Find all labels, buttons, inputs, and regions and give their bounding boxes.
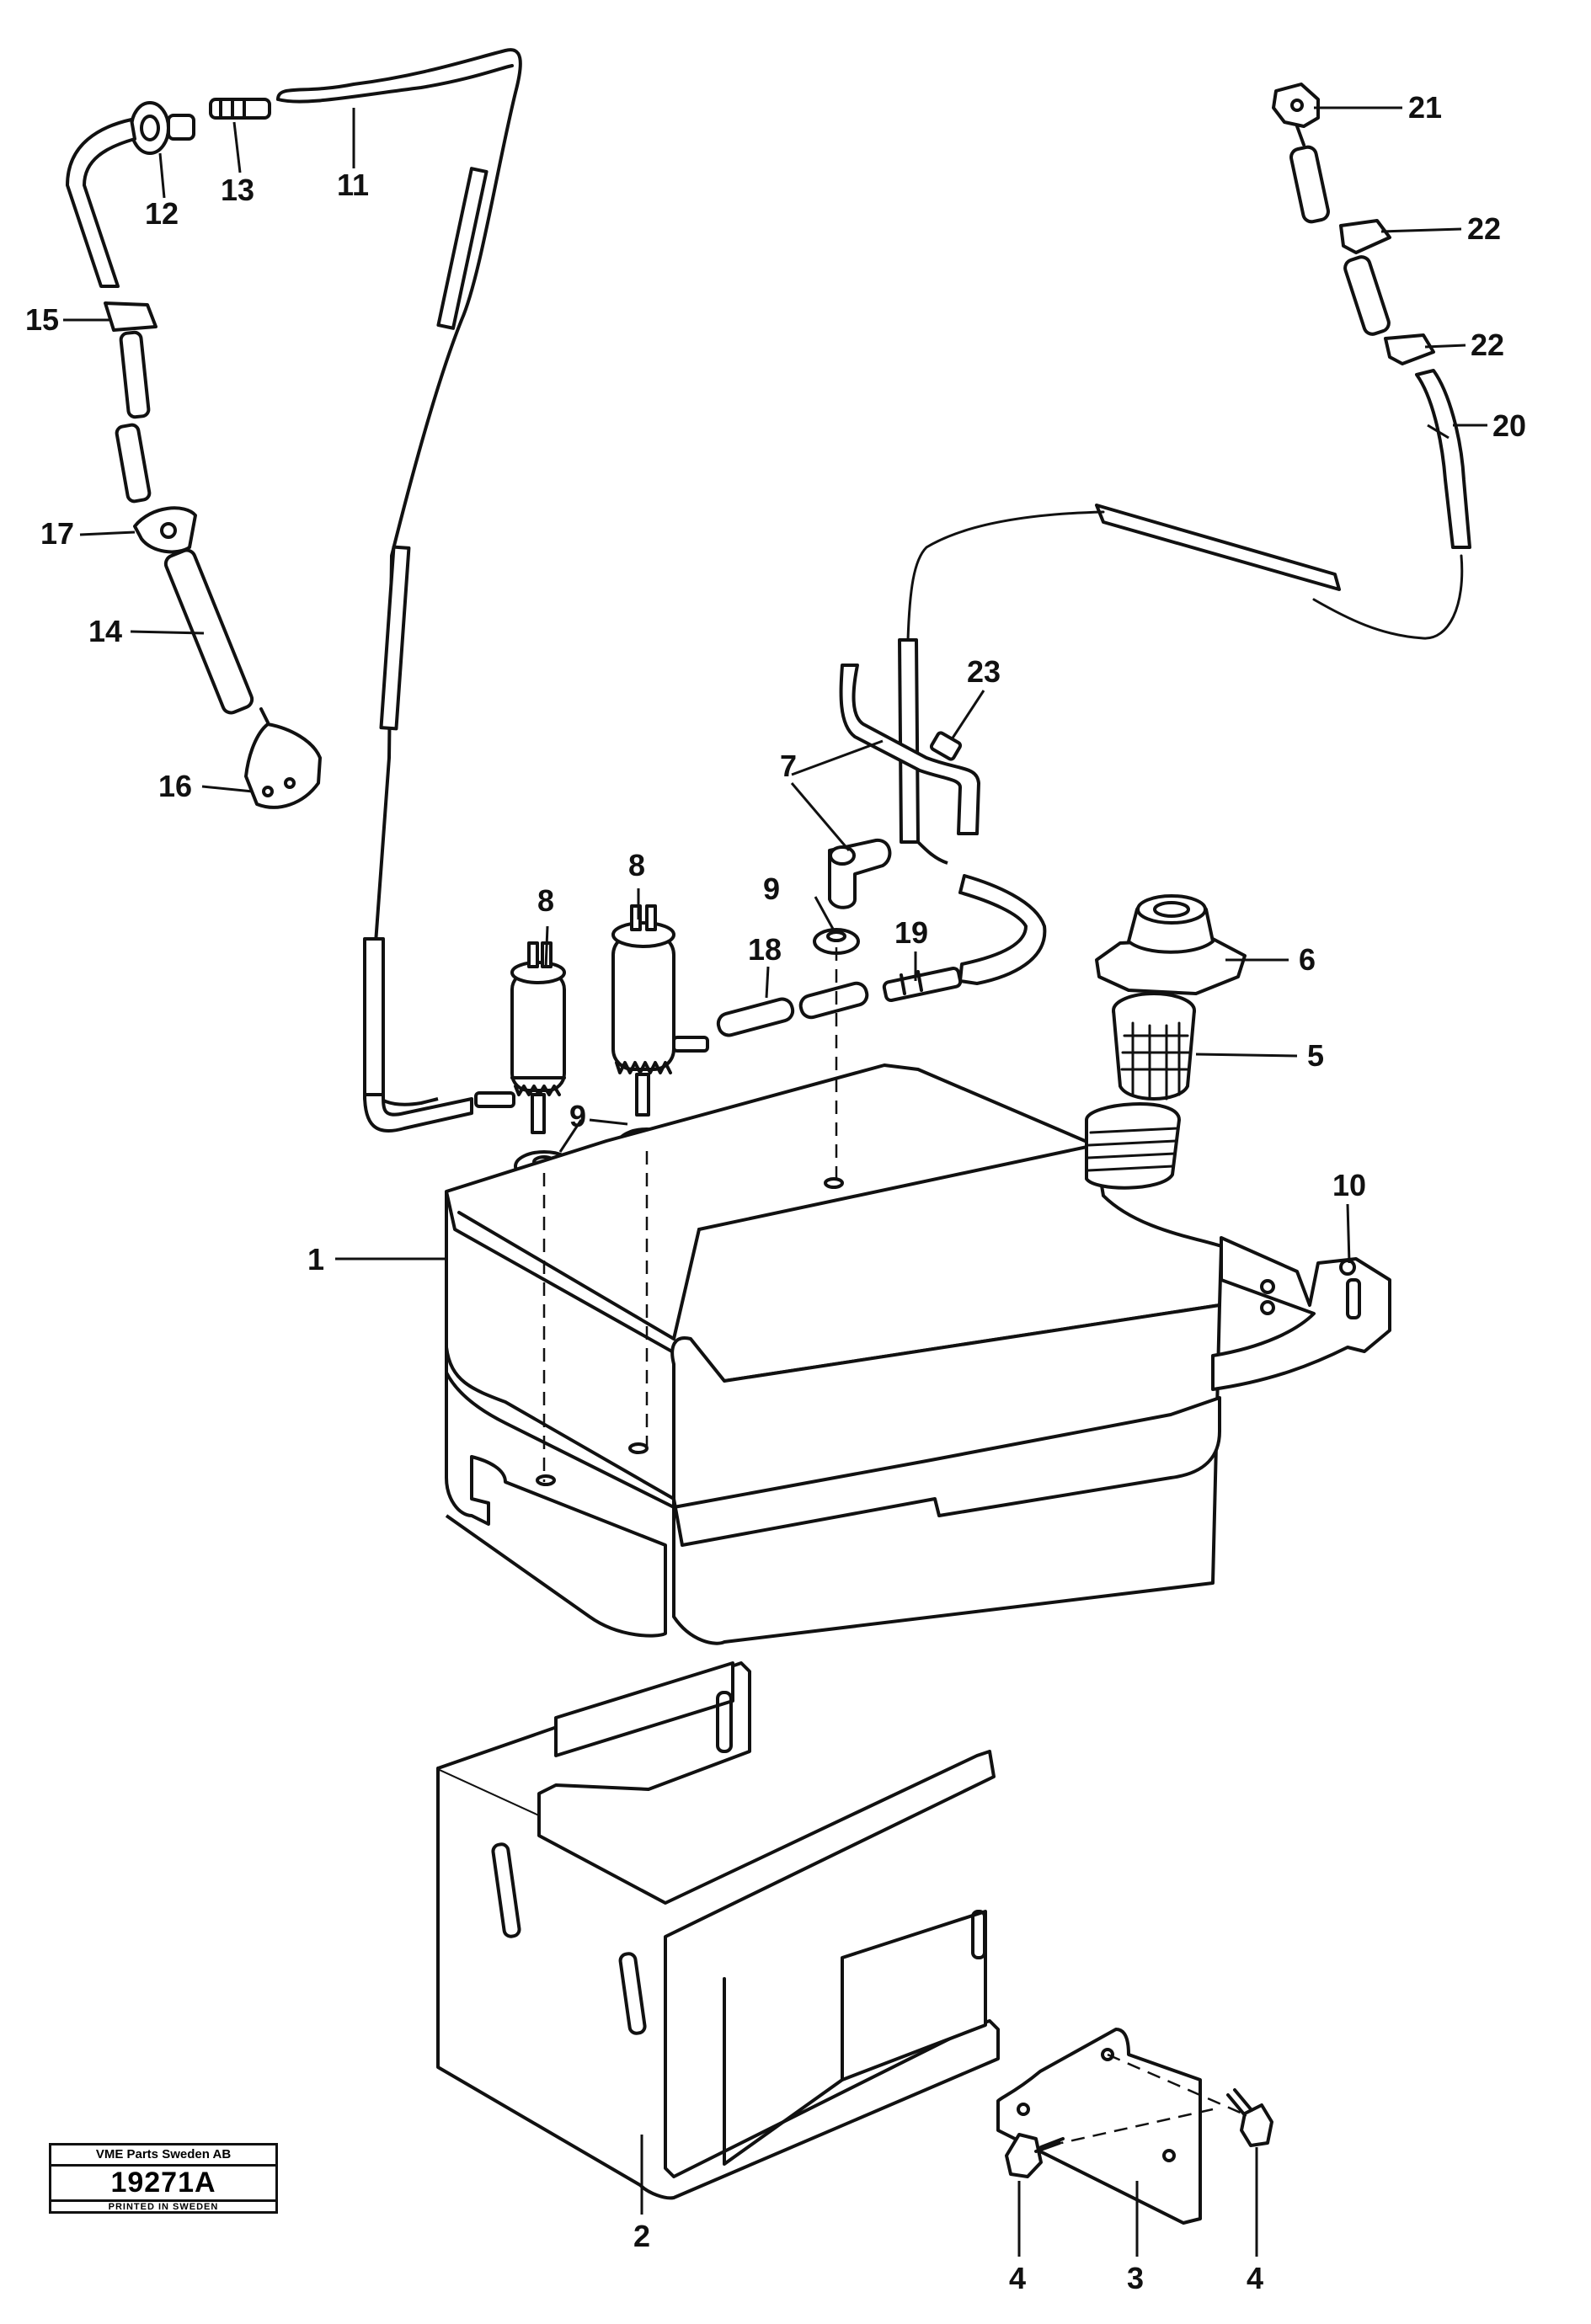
strainer-5 — [1112, 992, 1196, 1101]
clip-17 — [133, 506, 197, 554]
strap-10 — [1211, 1236, 1391, 1391]
callout-6: 6 — [1299, 942, 1316, 977]
elbow-7 — [828, 838, 892, 909]
clip-22-lower — [1384, 333, 1435, 365]
callout-7: 7 — [780, 749, 797, 783]
callout-14: 14 — [88, 614, 122, 648]
clip-15 — [104, 301, 157, 332]
clip-22-upper — [1339, 219, 1391, 254]
hose-20 — [1415, 369, 1471, 549]
callout-22-upper: 22 — [1467, 211, 1501, 246]
stamp-company: VME Parts Sweden AB — [51, 2145, 275, 2167]
hose-14 — [163, 548, 254, 715]
washer-tank-1 — [445, 1063, 1223, 1645]
callout-5: 5 — [1307, 1038, 1324, 1073]
alignment-lines — [542, 947, 1243, 2145]
callout-22-lower: 22 — [1471, 328, 1504, 362]
callout-8-right: 8 — [628, 848, 645, 882]
plate-3 — [996, 2028, 1202, 2225]
parts-stamp: VME Parts Sweden AB 19271A PRINTED IN SW… — [49, 2143, 278, 2214]
callout-3: 3 — [1127, 2261, 1144, 2295]
callout-20: 20 — [1492, 408, 1526, 443]
bracket-2 — [436, 1661, 1000, 2200]
right-hose-system — [839, 83, 1471, 1002]
filler-cap-6 — [1095, 894, 1247, 995]
callout-21: 21 — [1408, 90, 1442, 125]
pump-8-left — [474, 941, 566, 1134]
stamp-code: 19271A — [51, 2164, 275, 2202]
connector-13 — [209, 98, 271, 120]
callout-19: 19 — [894, 915, 928, 950]
callout-15: 15 — [25, 302, 59, 337]
callout-4-right: 4 — [1247, 2261, 1263, 2295]
leader-lines — [63, 106, 1487, 2257]
callout-4-left: 4 — [1009, 2261, 1026, 2295]
pump-8-right — [611, 904, 709, 1117]
callout-12: 12 — [145, 196, 179, 231]
callout-10: 10 — [1332, 1168, 1366, 1202]
nozzle-16 — [244, 722, 322, 809]
callout-18: 18 — [748, 932, 782, 967]
callout-9-lower: 9 — [569, 1099, 586, 1133]
screws-4 — [1005, 2088, 1273, 2178]
nozzle-21 — [1272, 83, 1320, 128]
callout-numbers: 1 2 3 4 4 5 6 7 8 8 9 9 10 11 12 13 14 1… — [25, 90, 1526, 2295]
connector-19 — [882, 967, 963, 1002]
callout-9-upper: 9 — [763, 872, 780, 906]
callout-11: 11 — [337, 168, 369, 202]
callout-13: 13 — [221, 173, 254, 207]
callout-2: 2 — [633, 2219, 650, 2253]
callout-8-left: 8 — [537, 883, 554, 918]
stamp-printed: PRINTED IN SWEDEN — [108, 2202, 219, 2212]
callout-17: 17 — [40, 516, 74, 551]
hose-18 — [716, 981, 869, 1037]
callout-1: 1 — [307, 1242, 324, 1277]
left-hose-system — [66, 48, 522, 1133]
callout-23: 23 — [967, 654, 1001, 689]
clamp-23 — [929, 731, 963, 761]
callout-16: 16 — [158, 769, 192, 803]
